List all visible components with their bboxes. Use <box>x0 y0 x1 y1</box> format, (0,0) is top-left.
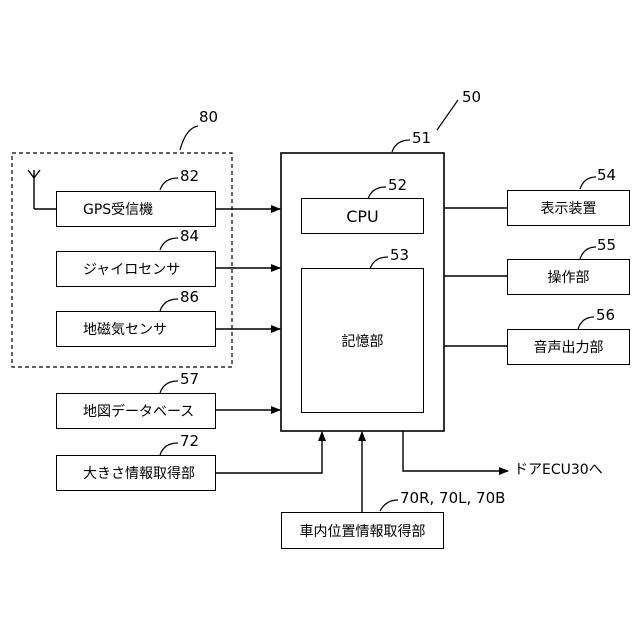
ref-80: 80 <box>199 110 218 125</box>
memory-box: 記憶部 <box>301 268 424 413</box>
leader-54 <box>580 177 596 189</box>
ref-54: 54 <box>597 168 616 183</box>
leader-80 <box>180 126 198 150</box>
antenna-icon <box>28 170 57 209</box>
operation-unit-label: 操作部 <box>548 267 590 287</box>
position-info-box: 車内位置情報取得部 <box>281 512 444 549</box>
geomagnetic-sensor-label: 地磁気センサ <box>83 319 167 339</box>
display-device-label: 表示装置 <box>541 198 597 218</box>
audio-output-label: 音声出力部 <box>534 337 604 357</box>
cpu-box: CPU <box>301 198 424 234</box>
gyro-sensor-box: ジャイロセンサ <box>56 251 216 287</box>
map-database-label: 地図データベース <box>83 401 194 421</box>
ref-82: 82 <box>180 169 199 184</box>
leader-86 <box>160 299 178 311</box>
ref-70: 70R, 70L, 70B <box>400 491 505 506</box>
ref-84: 84 <box>180 229 199 244</box>
ref-53: 53 <box>390 248 409 263</box>
gyro-sensor-label: ジャイロセンサ <box>83 259 180 279</box>
leader-50 <box>437 100 458 130</box>
ref-56: 56 <box>596 308 615 323</box>
ref-50: 50 <box>462 90 481 105</box>
cpu-label: CPU <box>346 207 379 226</box>
geomagnetic-sensor-box: 地磁気センサ <box>56 311 216 347</box>
ref-52: 52 <box>388 178 407 193</box>
leader-72 <box>160 443 178 455</box>
ref-55: 55 <box>597 238 616 253</box>
display-device-box: 表示装置 <box>507 190 630 226</box>
leader-82 <box>160 178 178 190</box>
audio-output-box: 音声出力部 <box>507 329 630 365</box>
ref-51: 51 <box>412 131 431 146</box>
gps-receiver-label: GPS受信機 <box>83 199 153 219</box>
leader-70 <box>380 500 398 511</box>
position-info-label: 車内位置情報取得部 <box>300 521 426 541</box>
size-info-label: 大きさ情報取得部 <box>83 463 195 483</box>
size-info-box: 大きさ情報取得部 <box>56 455 216 491</box>
gps-receiver-box: GPS受信機 <box>56 191 216 227</box>
ecu-to-door-ecu-arrow <box>403 431 508 471</box>
map-database-box: 地図データベース <box>56 393 216 429</box>
door-ecu-label: ドアECU30へ <box>514 463 603 478</box>
leader-84 <box>160 238 178 250</box>
ref-57: 57 <box>180 372 199 387</box>
leader-51 <box>392 140 410 152</box>
memory-label: 記憶部 <box>342 331 384 351</box>
leader-56 <box>578 317 594 329</box>
ref-72: 72 <box>180 434 199 449</box>
operation-unit-box: 操作部 <box>507 259 630 295</box>
leader-55 <box>580 247 596 259</box>
ref-86: 86 <box>180 290 199 305</box>
leader-57 <box>160 381 178 393</box>
size-info-to-ecu-arrow <box>216 432 322 473</box>
